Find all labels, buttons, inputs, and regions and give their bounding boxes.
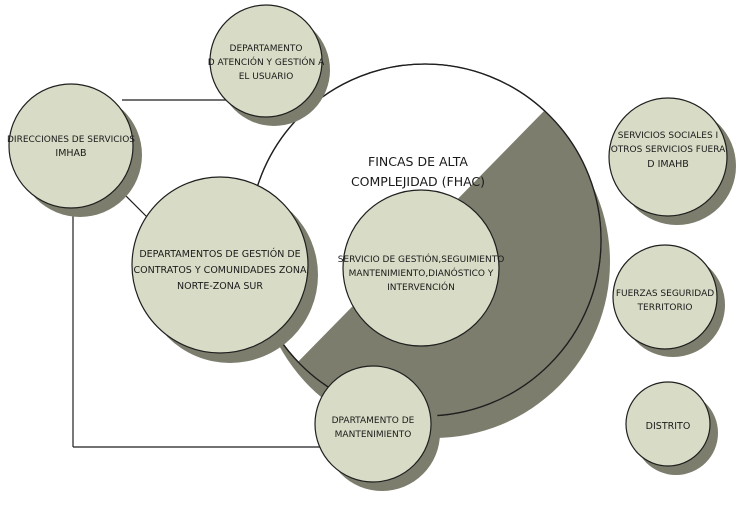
atencion-line2: D ATENCIÓN Y GESTIÓN A xyxy=(208,56,325,68)
node-circle xyxy=(314,365,432,483)
node-contratos: DEPARTAMENTOS DE GESTIÓN DE CONTRATOS Y … xyxy=(131,176,318,363)
fhac-title-line2: COMPLEJIDAD (FHAC) xyxy=(351,174,485,189)
node-circle xyxy=(209,4,323,118)
node-circle xyxy=(131,176,309,354)
node-circle xyxy=(612,244,718,350)
node-circle xyxy=(625,381,711,467)
mantenimiento-line2: MANTENIMIENTO xyxy=(335,430,412,440)
node-servicios-sociales: SERVICIOS SOCIALES I OTROS SERVICIOS FUE… xyxy=(608,97,736,225)
sociales-line3: D IMAHB xyxy=(647,159,689,170)
node-servicio-gestion: SERVICIO DE GESTIÓN,SEGUIMIENTO MANTENIM… xyxy=(338,189,509,354)
direcciones-line1: DIRECCIONES DE SERVICIOS xyxy=(7,135,135,145)
node-distrito: DISTRITO xyxy=(625,381,718,475)
fhac-title-line1: FINCAS DE ALTA xyxy=(368,154,468,169)
servicio-line3: INTERVENCIÓN xyxy=(387,281,455,293)
sociales-line2: OTROS SERVICIOS FUERA xyxy=(611,145,726,155)
fuerzas-line2: TERRITORIO xyxy=(637,303,693,313)
node-circle xyxy=(342,189,500,347)
node-atencion-usuario: DEPARTAMENTO D ATENCIÓN Y GESTIÓN A EL U… xyxy=(208,4,330,126)
servicio-line1: SERVICIO DE GESTIÓN,SEGUIMIENTO xyxy=(338,253,505,265)
contratos-line2: CONTRATOS Y COMUNIDADES ZONA xyxy=(134,265,307,276)
node-mantenimiento: DPARTAMENTO DE MANTENIMIENTO xyxy=(314,365,440,491)
mantenimiento-line1: DPARTAMENTO DE xyxy=(332,416,415,426)
sociales-line1: SERVICIOS SOCIALES I xyxy=(618,131,718,141)
node-circle xyxy=(8,83,134,209)
atencion-line1: DEPARTAMENTO xyxy=(230,44,303,54)
node-circle xyxy=(608,97,728,217)
fuerzas-line1: FUERZAS SEGURIDAD xyxy=(616,289,714,299)
contratos-line3: NORTE-ZONA SUR xyxy=(177,281,263,292)
atencion-line3: EL USUARIO xyxy=(239,72,294,82)
node-fuerzas-seguridad: FUERZAS SEGURIDAD TERRITORIO xyxy=(612,244,725,357)
contratos-line1: DEPARTAMENTOS DE GESTIÓN DE xyxy=(139,248,300,260)
servicio-line2: MANTENIMIENTO,DIANÓSTICO Y xyxy=(349,267,494,279)
node-direcciones: DIRECCIONES DE SERVICIOS IMHAB xyxy=(7,83,142,217)
direcciones-line2: IMHAB xyxy=(55,148,86,159)
distrito-line1: DISTRITO xyxy=(646,421,691,432)
